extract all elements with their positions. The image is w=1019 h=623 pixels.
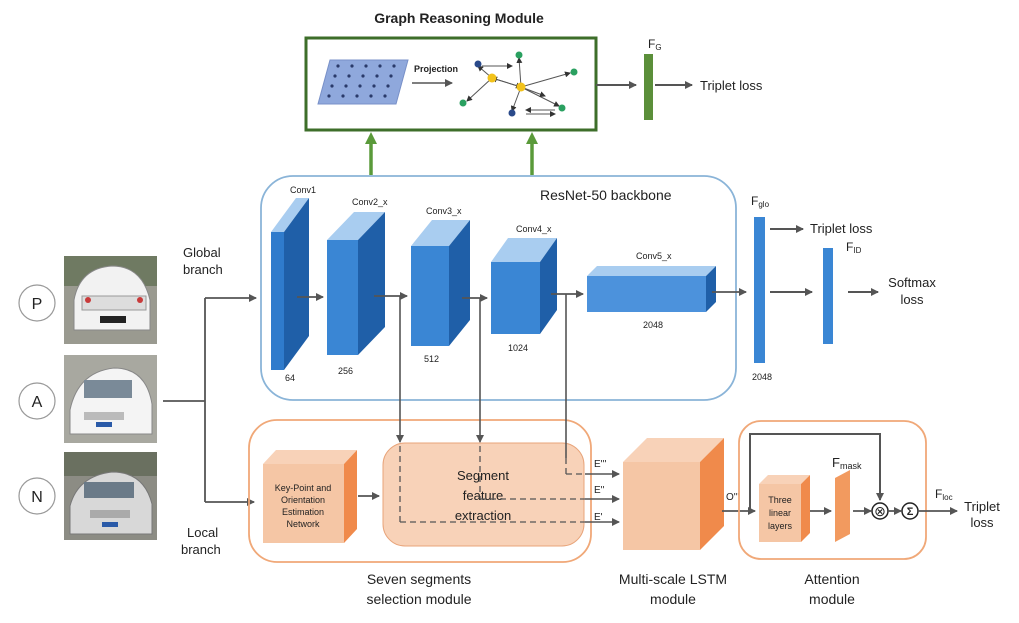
skip-connection [749, 433, 884, 511]
o3-label: O''' [726, 492, 740, 503]
fmask-label: Fmask [832, 455, 862, 471]
global-branch-1: Global [183, 245, 221, 260]
input-n-label: N [31, 489, 43, 506]
seven-segments-box [248, 419, 592, 563]
attention-label-2: module [809, 591, 855, 607]
fg-feature-bar [644, 54, 653, 120]
e1-label: E' [594, 512, 603, 523]
conv2-label: Conv2_x [352, 197, 388, 207]
car-image-p [64, 256, 157, 344]
conv5-label: Conv5_x [636, 251, 672, 261]
fg-label: FG [648, 37, 662, 52]
fmask-feature-bar [835, 470, 850, 542]
input-p-label: P [32, 296, 43, 313]
e2-label: E'' [594, 485, 605, 496]
triplet-loss-graph: Triplet loss [700, 78, 763, 93]
sigma-symbol: Σ [907, 506, 914, 518]
global-branch-2: branch [183, 262, 223, 277]
backbone-arrows [297, 288, 747, 302]
conv5-block [587, 266, 716, 312]
softmax-loss-2: loss [900, 292, 924, 307]
input-a-label: A [32, 394, 43, 411]
car-image-a [64, 355, 157, 443]
keypoint-network-block [263, 450, 357, 543]
fid-feature-bar [823, 248, 833, 344]
conv3-block [411, 220, 470, 346]
graph-node-dots [459, 51, 578, 117]
car-image-n [64, 452, 157, 540]
conv4-channels: 1024 [508, 343, 528, 353]
lstm-block [623, 438, 724, 550]
keypoint-line-1: Key-Point and [275, 483, 332, 493]
floc-label: Floc [935, 487, 953, 502]
attention-box [738, 420, 927, 560]
local-branch-1: Local [187, 525, 218, 540]
graph-module-title: Graph Reasoning Module [374, 10, 544, 26]
conv5-channels: 2048 [643, 320, 663, 330]
input-p-circle [18, 284, 56, 322]
conv4-block [491, 238, 557, 334]
triplet-loss-local-2: loss [970, 515, 994, 530]
lstm-label-2: module [650, 591, 696, 607]
fglo-dim: 2048 [752, 372, 772, 382]
softmax-loss-1: Softmax [888, 275, 936, 290]
branch-lines [163, 294, 257, 506]
lstm-label-1: Multi-scale LSTM [619, 571, 727, 587]
conv2-channels: 256 [338, 366, 353, 376]
conv1-block [271, 198, 309, 370]
linear-line-3: layers [768, 521, 793, 531]
input-n-circle [18, 477, 56, 515]
input-a-circle [18, 382, 56, 420]
triplet-loss-global: Triplet loss [810, 221, 873, 236]
feature-grid-icon [317, 59, 409, 105]
segment-line-2: feature [463, 488, 503, 503]
conv4-label: Conv4_x [516, 224, 552, 234]
attention-label-1: Attention [804, 571, 859, 587]
segment-line-1: Segment [457, 468, 509, 483]
otimes-symbol: ⊗ [874, 503, 886, 519]
backbone-title: ResNet-50 backbone [540, 187, 672, 203]
projection-label: Projection [414, 64, 458, 74]
backbone-box [260, 175, 737, 401]
local-branch-2: branch [181, 542, 221, 557]
fglo-label: Fglo [751, 194, 770, 209]
conv3-channels: 512 [424, 354, 439, 364]
linear-line-2: linear [769, 508, 791, 518]
backbone-taps [396, 294, 567, 458]
keypoint-line-4: Network [286, 519, 320, 529]
conv3-label: Conv3_x [426, 206, 462, 216]
e3-label: E''' [594, 459, 606, 470]
seven-segments-label-1: Seven segments [367, 571, 471, 587]
triplet-loss-local-1: Triplet [964, 499, 1000, 514]
fglo-feature-bar [754, 217, 765, 363]
conv1-label: Conv1 [290, 185, 316, 195]
conv1-channels: 64 [285, 373, 295, 383]
keypoint-line-2: Orientation [281, 495, 325, 505]
seven-segments-label-2: selection module [366, 591, 471, 607]
e-arrows [585, 470, 620, 526]
conv2-block [327, 212, 385, 355]
linear-layers-block [759, 475, 810, 542]
dashed-feature-lines [399, 446, 585, 523]
linear-line-1: Three [768, 495, 792, 505]
segment-line-3: extraction [455, 508, 511, 523]
keypoint-line-3: Estimation [282, 507, 324, 517]
fid-label: FID [846, 240, 862, 255]
segment-feature-box [382, 442, 585, 547]
